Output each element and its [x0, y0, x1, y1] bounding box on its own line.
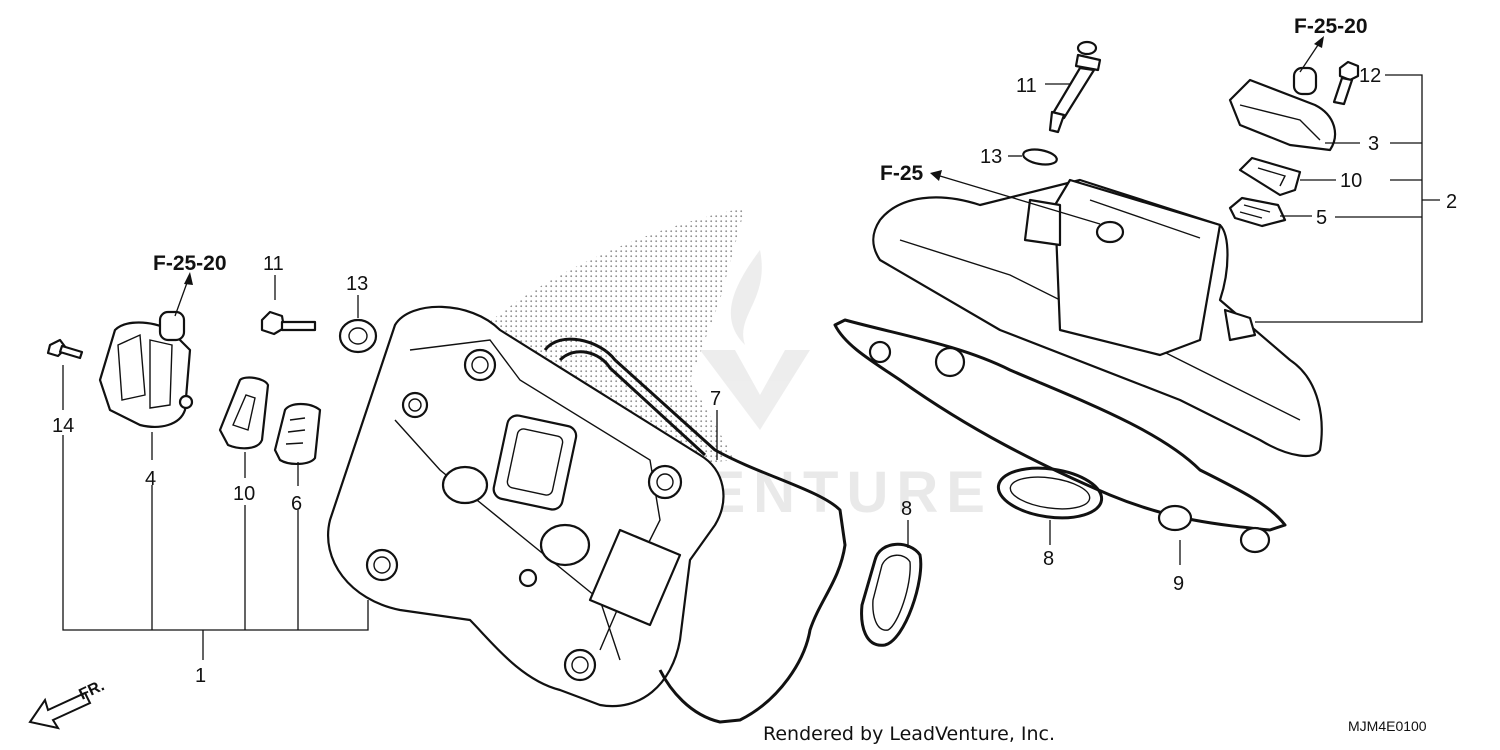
callout-4: 4	[145, 468, 156, 490]
callout-13-right: 13	[980, 146, 1002, 168]
breather-cover-3[interactable]	[1228, 66, 1337, 152]
seal-13-left[interactable]	[338, 318, 378, 354]
callout-8-right: 8	[1043, 548, 1054, 570]
credit-text: Rendered by LeadVenture, Inc.	[763, 723, 1055, 745]
breather-cover-4[interactable]	[98, 310, 194, 428]
plug-hole-seal-left[interactable]	[860, 542, 923, 647]
filter-6-left[interactable]	[273, 402, 322, 465]
callout-10-right: 10	[1340, 170, 1362, 192]
callout-12: 12	[1359, 65, 1381, 87]
callout-1: 1	[195, 665, 206, 687]
callout-6: 6	[291, 493, 302, 515]
head-cover-front[interactable]	[327, 305, 725, 708]
bolt-14[interactable]	[46, 338, 84, 360]
bolt-11-left[interactable]	[260, 310, 317, 336]
watermark-logo	[700, 250, 810, 430]
bolt-12[interactable]	[1332, 60, 1360, 106]
callout-13-left: 13	[346, 273, 368, 295]
reference-right-mid: F-25	[880, 162, 924, 185]
head-cover-gasket-front[interactable]	[543, 337, 847, 724]
callout-9: 9	[1173, 573, 1184, 595]
filter-5[interactable]	[1228, 196, 1287, 228]
front-direction-arrow-icon	[28, 691, 92, 730]
head-cover-gasket-rear[interactable]	[833, 318, 1287, 532]
callout-2: 2	[1446, 191, 1457, 213]
head-cover-gasket-front-inner	[558, 350, 707, 457]
callout-10-left: 10	[233, 483, 255, 505]
seal-13-right[interactable]	[1022, 147, 1058, 167]
callout-11-right: 11	[1016, 75, 1037, 97]
callout-7: 7	[710, 388, 721, 410]
plug-hole-seal-right[interactable]	[995, 462, 1105, 524]
reference-right-top: F-25-20	[1294, 15, 1368, 38]
callout-labels: 1 2 3 4 5 6 7 8 8 9 10 10 11 11 12 13 13…	[52, 65, 1457, 687]
callout-8-left: 8	[901, 498, 912, 520]
bolt-11-right[interactable]	[1048, 40, 1102, 134]
head-cover-rear-bosses	[868, 340, 1271, 554]
diagram-code: MJM4E0100	[1348, 718, 1427, 734]
callout-5: 5	[1316, 207, 1327, 229]
callout-11-left: 11	[263, 253, 284, 275]
reed-plate-10-right[interactable]	[1238, 156, 1302, 197]
reed-plate-10-left[interactable]	[218, 376, 270, 450]
front-direction-label: FR.	[77, 677, 108, 703]
callout-3: 3	[1368, 133, 1379, 155]
callout-14: 14	[52, 415, 74, 437]
leader-lines	[62, 36, 1440, 660]
reference-left: F-25-20	[153, 252, 227, 275]
head-cover-rear[interactable]	[872, 178, 1323, 457]
